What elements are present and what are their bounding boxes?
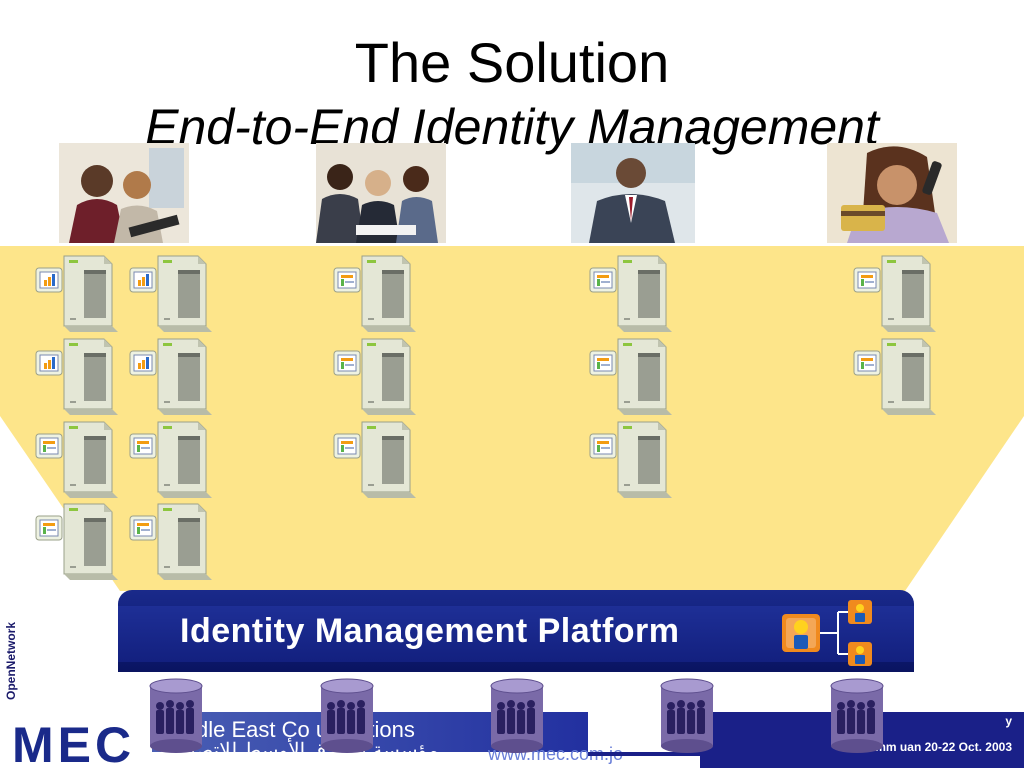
platform-band — [118, 606, 914, 662]
slide-title: The Solution — [354, 31, 670, 94]
slide-subtitle: End-to-End Identity Management — [145, 99, 879, 155]
server-icon — [332, 418, 416, 498]
user-directory-tree-icon — [782, 600, 872, 666]
executive-photo — [571, 143, 695, 243]
server-icon — [588, 252, 672, 332]
meeting-photo — [316, 143, 446, 243]
openetwork-side-brand: OpenNetwork — [4, 621, 18, 700]
footer-divider — [588, 752, 728, 756]
server-icon — [128, 418, 212, 498]
user-database-icon — [319, 678, 375, 754]
user-database-icon — [829, 678, 885, 754]
server-icon — [34, 500, 118, 580]
server-icon — [852, 335, 936, 415]
server-icon — [588, 335, 672, 415]
customer-phone-card-photo — [827, 143, 957, 243]
identity-management-platform-banner: Identity Management Platform — [118, 590, 914, 672]
server-icon — [34, 252, 118, 332]
event-line-1: y — [1005, 714, 1012, 728]
user-database-icon — [148, 678, 204, 754]
server-icon — [34, 418, 118, 498]
server-icon — [588, 418, 672, 498]
mec-logo: MEC — [12, 717, 136, 773]
server-icon — [852, 252, 936, 332]
event-line-2: Amm uan 20-22 Oct. 2003 — [866, 740, 1012, 754]
server-icon — [332, 252, 416, 332]
server-icon — [128, 335, 212, 415]
org-name-english: dle East Co unications — [196, 717, 415, 742]
server-icon — [34, 335, 118, 415]
server-icon — [332, 335, 416, 415]
user-database-icon — [489, 678, 545, 754]
platform-label: Identity Management Platform — [180, 612, 680, 650]
server-icon — [128, 500, 212, 580]
user-database-icon — [659, 678, 715, 754]
business-team-photo — [59, 143, 189, 243]
server-icon — [128, 252, 212, 332]
funnel-background — [0, 246, 1024, 591]
